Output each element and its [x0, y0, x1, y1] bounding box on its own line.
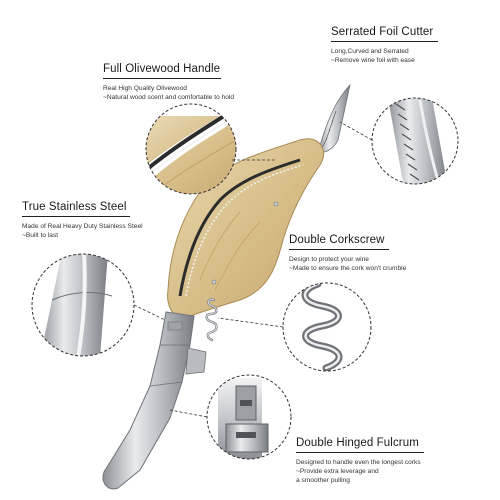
- callout-line: Design to protect your wine: [289, 256, 369, 263]
- callout-underline: [289, 249, 389, 250]
- callout-line: Real High Quality Olivewood: [103, 85, 187, 92]
- callout-title: Serrated Foil Cutter: [331, 26, 434, 38]
- callout-line: Made of Real Heavy Duty Stainless Steel: [22, 223, 143, 230]
- callout-line: ~Natural wood scent and comfortable to h…: [103, 94, 235, 101]
- callout-line: a smoother pulling: [296, 477, 350, 484]
- callout-title: Double Hinged Fulcrum: [296, 437, 419, 449]
- fulcrum-lever: [102, 311, 207, 490]
- hinge-detail-circle: [206, 374, 292, 460]
- callout-title: Double Corkscrew: [289, 234, 385, 246]
- callout-title: Full Olivewood Handle: [103, 63, 221, 75]
- callout-underline: [331, 41, 438, 42]
- callout-underline: [103, 78, 221, 79]
- corkscrew-worm: [205, 298, 218, 342]
- callout-underline: [296, 452, 424, 453]
- callout-connectors: [133, 121, 373, 418]
- foil-cutter-detail-circle: [371, 97, 459, 185]
- wood-detail-circle: [145, 103, 237, 195]
- corkscrew-detail-circle: [282, 282, 372, 372]
- callout-line: ~Made to ensure the cork won't crumble: [289, 265, 407, 272]
- steel-detail-circle: [31, 253, 135, 357]
- callout-underline: [22, 216, 130, 217]
- callout-line: Designed to handle even the longest cork…: [296, 459, 421, 466]
- callout-full-olivewood-handle: Full Olivewood Handle Real High Quality …: [103, 63, 234, 102]
- callout-double-hinged-fulcrum: Double Hinged Fulcrum Designed to handle…: [296, 437, 424, 485]
- foil-cutter-blade: [317, 83, 351, 153]
- callout-title: True Stainless Steel: [22, 201, 127, 213]
- callout-true-stainless-steel: True Stainless Steel Made of Real Heavy …: [22, 201, 143, 240]
- callout-serrated-foil-cutter: Serrated Foil Cutter Long,Curved and Ser…: [331, 26, 438, 65]
- callout-double-corkscrew: Double Corkscrew Design to protect your …: [289, 234, 406, 273]
- callout-line: ~Provide extra leverage and: [296, 468, 379, 475]
- callout-line: ~Remove wine foil with ease: [331, 57, 415, 64]
- callout-line: Long,Curved and Serrated: [331, 48, 409, 55]
- callout-line: ~Built to last: [22, 232, 59, 239]
